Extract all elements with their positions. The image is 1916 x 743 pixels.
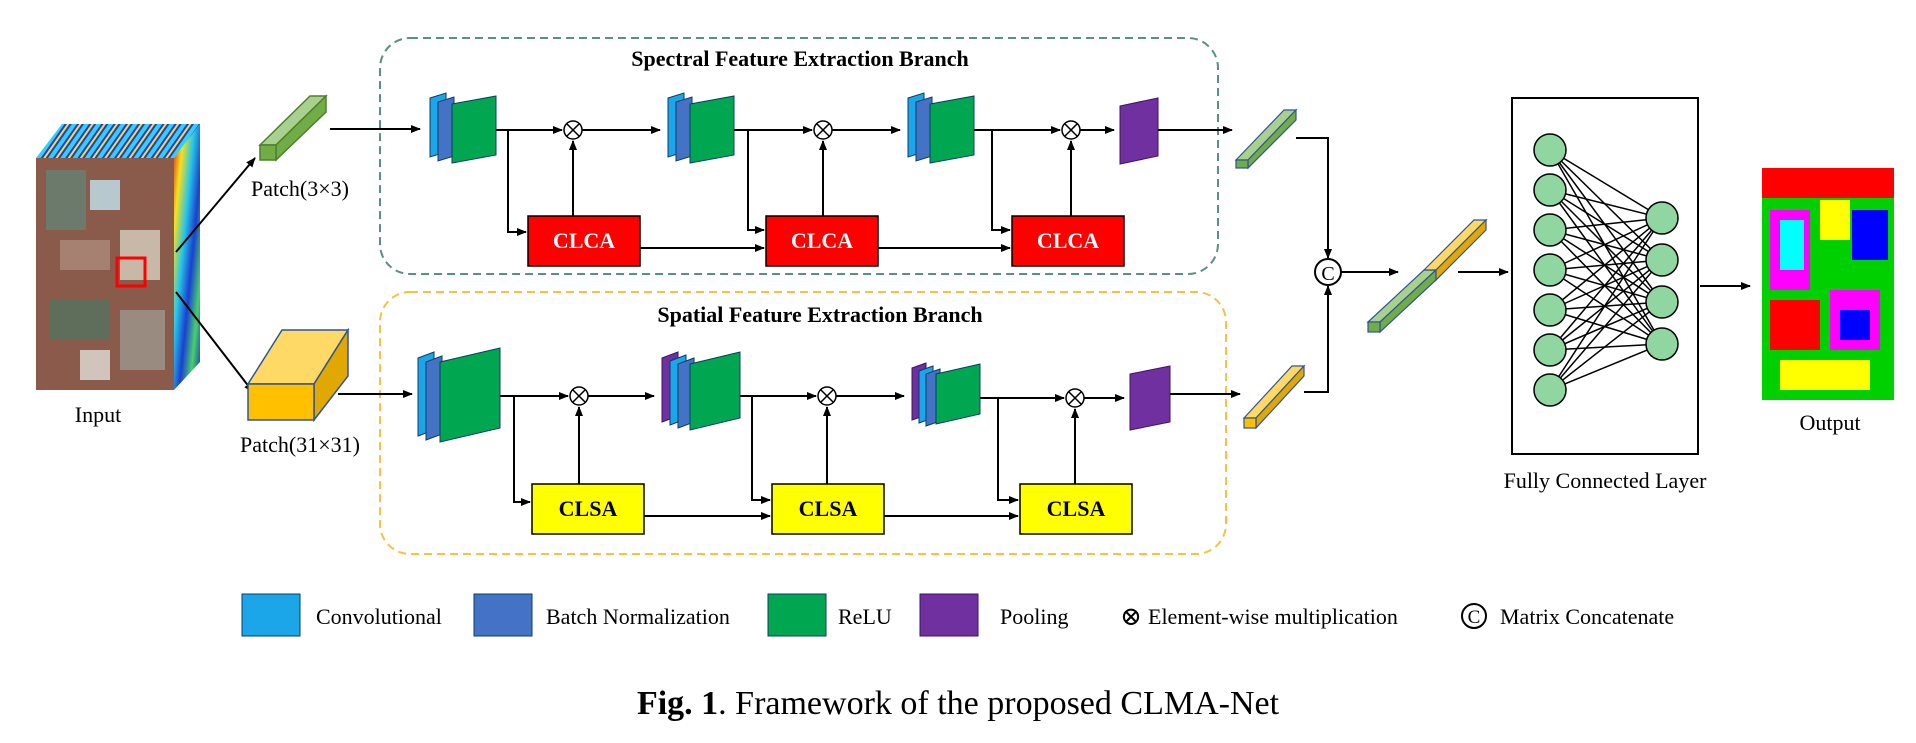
legend-bn-label: Batch Normalization bbox=[546, 604, 730, 629]
spatial-branch-box bbox=[379, 291, 1227, 555]
clsa-label-1: CLSA bbox=[559, 496, 618, 521]
fc-connection bbox=[1549, 269, 1663, 303]
input-cube-side bbox=[174, 124, 200, 390]
fc-connection bbox=[1549, 217, 1663, 311]
fc-output-neuron bbox=[1645, 243, 1679, 277]
input-cube bbox=[36, 124, 200, 390]
arrow-input-to-large-patch bbox=[175, 291, 254, 393]
clsa-label-3: CLSA bbox=[1047, 496, 1106, 521]
legend-pool-swatch bbox=[919, 593, 979, 637]
legend-mult-label: Element-wise multiplication bbox=[1148, 604, 1398, 629]
fc-output-neuron bbox=[1645, 285, 1679, 319]
legend-concat-label: Matrix Concatenate bbox=[1500, 604, 1674, 629]
spectral-conv-block-2 bbox=[667, 92, 735, 164]
fc-connection bbox=[1549, 301, 1663, 391]
fc-connection bbox=[1549, 259, 1663, 271]
clca-label-1: CLCA bbox=[553, 228, 615, 253]
fc-connection bbox=[1549, 301, 1663, 311]
output-classification-map bbox=[1762, 168, 1894, 400]
fc-connection bbox=[1549, 229, 1663, 303]
figure-caption: Fig. 1. Framework of the proposed CLMA-N… bbox=[637, 685, 1280, 722]
fc-connection bbox=[1549, 217, 1663, 391]
spatial-conv-block-3 bbox=[911, 362, 981, 427]
fc-connection bbox=[1549, 343, 1663, 351]
fc-connection bbox=[1549, 229, 1663, 345]
legend-bn-swatch bbox=[473, 593, 533, 637]
legend-pool-label: Pooling bbox=[1000, 604, 1068, 629]
clca-box-3 bbox=[1011, 215, 1125, 267]
fc-input-neuron bbox=[1533, 133, 1567, 167]
fc-input-neuron bbox=[1533, 373, 1567, 407]
large-patch-label: Patch(31×31) bbox=[240, 432, 360, 457]
fc-connection bbox=[1549, 343, 1663, 391]
spatial-branch-title: Spatial Feature Extraction Branch bbox=[657, 302, 982, 327]
small-patch-label: Patch(3×3) bbox=[251, 176, 349, 201]
clsa-box-3 bbox=[1019, 483, 1133, 535]
fc-connection bbox=[1549, 149, 1663, 261]
fc-output-neuron bbox=[1645, 327, 1679, 361]
arrow-input-to-small-patch bbox=[175, 157, 256, 253]
concat-node-symbol: C bbox=[1321, 263, 1334, 285]
fc-input-neuron bbox=[1533, 213, 1567, 247]
fc-input-neuron bbox=[1533, 253, 1567, 287]
fc-output-neuron bbox=[1645, 201, 1679, 235]
fc-connection bbox=[1549, 229, 1663, 261]
spectral-conv-block-1 bbox=[429, 92, 497, 164]
clsa-label-2: CLSA bbox=[799, 496, 858, 521]
fc-connection bbox=[1549, 189, 1663, 345]
clsa-box-1 bbox=[531, 483, 645, 535]
fc-input-neuron bbox=[1533, 293, 1567, 327]
fc-connection bbox=[1549, 189, 1663, 303]
fc-connection bbox=[1549, 309, 1663, 345]
input-cube-top bbox=[36, 124, 200, 158]
caption-text: . Framework of the proposed CLMA-Net bbox=[718, 685, 1279, 722]
fc-connection bbox=[1549, 259, 1663, 391]
legend-relu-swatch bbox=[767, 593, 827, 637]
small-patch-cuboid bbox=[258, 94, 328, 162]
caption-prefix: Fig. 1 bbox=[637, 685, 718, 722]
clca-label-2: CLCA bbox=[791, 228, 853, 253]
clca-box-2 bbox=[765, 215, 879, 267]
legend-concat-icon bbox=[1461, 603, 1487, 629]
spectral-branch-title: Spectral Feature Extraction Branch bbox=[631, 46, 968, 71]
spectral-conv-block-3 bbox=[907, 92, 975, 164]
legend-conv-label: Convolutional bbox=[316, 604, 442, 629]
spectral-pooling-block bbox=[1119, 97, 1159, 165]
legend-relu-label: ReLU bbox=[838, 604, 892, 629]
concatenated-feature-vector bbox=[1366, 218, 1488, 334]
fc-connection bbox=[1549, 217, 1663, 351]
fc-connection bbox=[1549, 269, 1663, 345]
spectral-feature-vector bbox=[1234, 108, 1298, 170]
clsa-box-2 bbox=[771, 483, 885, 535]
fc-connection bbox=[1549, 217, 1663, 231]
fc-connection bbox=[1549, 217, 1663, 271]
fc-input-neuron bbox=[1533, 333, 1567, 367]
fc-connection bbox=[1549, 189, 1663, 219]
legend-mult-symbol: ⊗ bbox=[1120, 602, 1142, 631]
output-label: Output bbox=[1799, 410, 1860, 435]
input-patch-marker bbox=[115, 256, 147, 288]
legend-concat-symbol: C bbox=[1468, 607, 1481, 628]
large-patch-cuboid bbox=[246, 327, 350, 423]
spatial-conv-block-1 bbox=[417, 347, 501, 443]
spatial-feature-vector bbox=[1242, 364, 1306, 430]
fc-input-neuron bbox=[1533, 173, 1567, 207]
legend-conv-swatch bbox=[241, 593, 301, 637]
clca-box-1 bbox=[527, 215, 641, 267]
clca-label-3: CLCA bbox=[1037, 228, 1099, 253]
spectral-branch-box bbox=[379, 37, 1219, 275]
fc-connection bbox=[1549, 189, 1663, 261]
spatial-conv-block-2 bbox=[661, 351, 741, 431]
fc-network bbox=[1533, 133, 1679, 407]
fc-label: Fully Connected Layer bbox=[1504, 468, 1708, 493]
fc-connection bbox=[1549, 149, 1663, 219]
spatial-pooling-block bbox=[1129, 365, 1171, 431]
fc-connection bbox=[1549, 149, 1663, 303]
input-label: Input bbox=[75, 402, 121, 427]
